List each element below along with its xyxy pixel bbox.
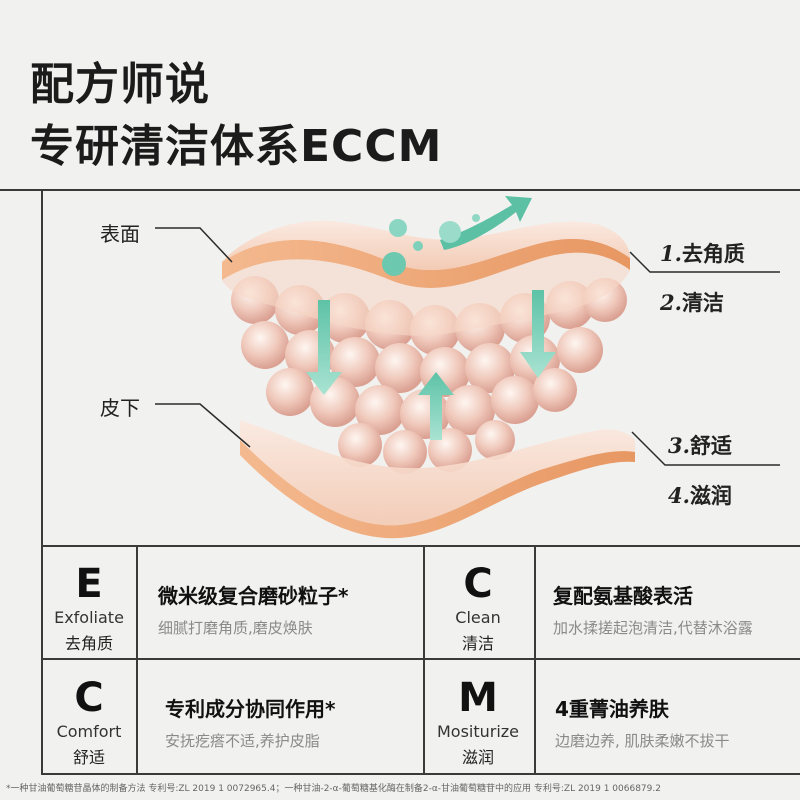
card-exfoliate-text: 微米级复合磨砂粒子* 细腻打磨角质,磨皮焕肤 (158, 580, 348, 638)
title-line-2: 专研清洁体系ECCM (30, 121, 443, 172)
patent-footnote: *一种甘油葡萄糖苷晶体的制备方法 专利号:ZL 2019 1 0072965.4… (6, 784, 661, 794)
arrow-down-left (306, 300, 342, 395)
card-description: 安抚疙瘩不适,养护皮脂 (165, 732, 320, 750)
card-english: Mositurize (436, 722, 520, 741)
diagram-top-border (0, 189, 800, 191)
arrow-down-right (520, 290, 556, 378)
card-feature: 微米级复合磨砂粒子* (158, 584, 349, 608)
card-letter: C (74, 675, 104, 721)
step-3: 3.舒适 (668, 433, 732, 458)
card-feature: 4重菁油养肤 (555, 697, 669, 721)
card-comfort-text: 专利成分协同作用* 安抚疙瘩不适,养护皮脂 (165, 693, 335, 751)
step-1: 1.去角质 (660, 241, 745, 266)
step-4: 4.滋润 (668, 483, 732, 508)
card-moisturize-text: 4重菁油养肤 边磨边养, 肌肤柔嫩不拔干 (555, 693, 730, 751)
label-subdermal: 皮下 (100, 396, 140, 420)
card-letter: M (458, 675, 498, 721)
flow-arrows (306, 196, 556, 440)
grid-left-line (41, 545, 43, 775)
arrow-curve-out (440, 196, 532, 250)
diagram-left-border (41, 189, 43, 545)
card-letter: E (75, 561, 103, 607)
grid-divider-3 (534, 545, 536, 775)
card-chinese: 舒适 (72, 748, 105, 767)
card-moisturize-letter-block: M Mositurize 滋润 (418, 676, 538, 768)
arrow-up-center (418, 372, 454, 440)
card-clean-text: 复配氨基酸表活 加水揉搓起泡清洁,代替沐浴露 (553, 580, 753, 638)
card-description: 边磨边养, 肌肤柔嫩不拔干 (555, 732, 730, 750)
card-english: Clean (455, 608, 501, 627)
grid-divider-2 (423, 545, 425, 775)
card-clean-letter-block: C Clean 清洁 (418, 562, 538, 654)
card-chinese: 滋润 (461, 748, 494, 767)
card-feature: 复配氨基酸表活 (553, 584, 693, 608)
exfoliated-particles (382, 214, 480, 276)
grid-divider-1 (136, 545, 138, 775)
grid-bottom-line (41, 773, 800, 775)
card-feature: 专利成分协同作用* (165, 697, 336, 721)
card-chinese: 清洁 (461, 634, 494, 653)
skin-bottom-layer (240, 420, 635, 539)
grid-top-line (41, 545, 800, 547)
card-chinese: 去角质 (64, 634, 113, 653)
step-2: 2.清洁 (660, 290, 724, 315)
card-exfoliate-letter-block: E Exfoliate 去角质 (29, 562, 149, 654)
grid-middle-line (41, 658, 800, 660)
card-description: 加水揉搓起泡清洁,代替沐浴露 (553, 619, 753, 637)
card-description: 细腻打磨角质,磨皮焕肤 (158, 619, 313, 637)
card-comfort-letter-block: C Comfort 舒适 (29, 676, 149, 768)
label-surface: 表面 (100, 222, 140, 246)
card-letter: C (463, 561, 493, 607)
title-line-1: 配方师说 (30, 59, 210, 110)
label-leader-lines (155, 227, 780, 466)
card-english: Comfort (56, 722, 122, 741)
card-english: Exfoliate (54, 608, 124, 627)
